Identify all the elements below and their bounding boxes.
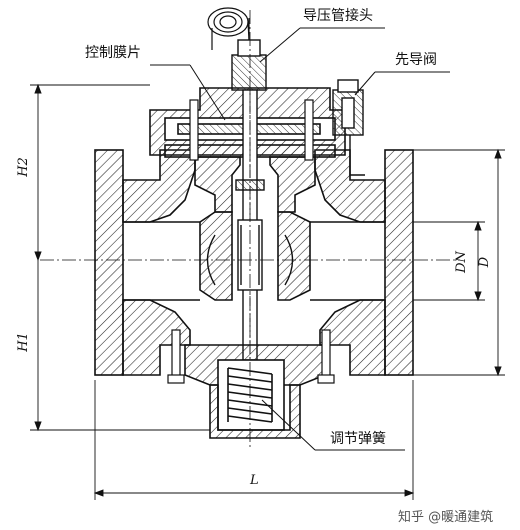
label-leaders: [150, 27, 450, 451]
pilot-valve-body: [332, 79, 365, 176]
dimension-h2: H2: [15, 157, 31, 177]
pilot-pipe-connector-block: [231, 18, 267, 91]
dimension-dn: DN: [453, 251, 469, 273]
watermark-text: 知乎 @暖通建筑: [398, 510, 494, 525]
label-pilot-valve: 先导阀: [395, 52, 437, 68]
dimension-h1: H1: [15, 332, 31, 352]
spring-cap-outer: [209, 384, 301, 439]
housing-neck-right: [269, 156, 316, 213]
pressure-coil-symbol: [207, 7, 250, 50]
seat-partition-right: [277, 211, 311, 301]
seat-partition-left: [199, 211, 233, 301]
left-flange: [94, 149, 124, 376]
dimension-lines: [30, 83, 505, 500]
label-pilot-pipe-connector: 导压管接头: [303, 8, 373, 24]
right-flange: [384, 149, 414, 376]
label-adjusting-spring: 调节弹簧: [330, 431, 386, 447]
label-control-diaphragm: 控制膜片: [85, 45, 141, 61]
upper-left-wall: [122, 149, 196, 223]
dimension-l: L: [250, 473, 259, 488]
dimension-d: D: [477, 256, 493, 268]
housing-neck: [194, 156, 241, 213]
flange-bolts: [167, 99, 335, 384]
spring-housing: [184, 344, 326, 439]
